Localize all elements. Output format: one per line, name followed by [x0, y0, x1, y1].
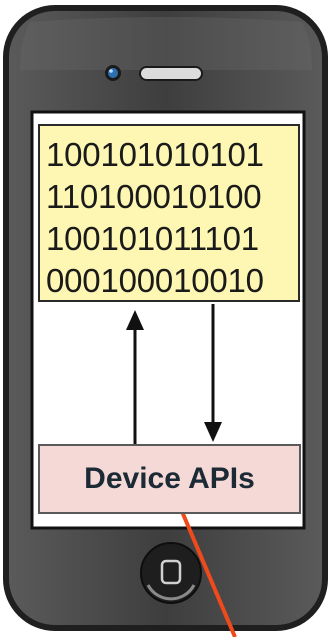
- pointer-line: [176, 501, 237, 637]
- device-apis-label: Device APIs: [84, 462, 255, 495]
- speaker-icon: [139, 66, 203, 81]
- arrow-down-head: [204, 422, 222, 442]
- binary-data-box: 100101010101 110100010100 100101011101 0…: [38, 124, 300, 302]
- arrow-up-head: [126, 310, 144, 330]
- binary-line-1: 100101010101: [46, 136, 264, 173]
- phone-highlight: [20, 17, 312, 70]
- home-square-icon: [160, 559, 182, 585]
- home-button[interactable]: [140, 542, 202, 604]
- device-apis-box: Device APIs: [38, 444, 301, 514]
- binary-line-4: 000100010010: [46, 262, 264, 299]
- binary-line-3: 100101011101: [46, 220, 259, 257]
- binary-line-2: 110100010100: [46, 178, 262, 215]
